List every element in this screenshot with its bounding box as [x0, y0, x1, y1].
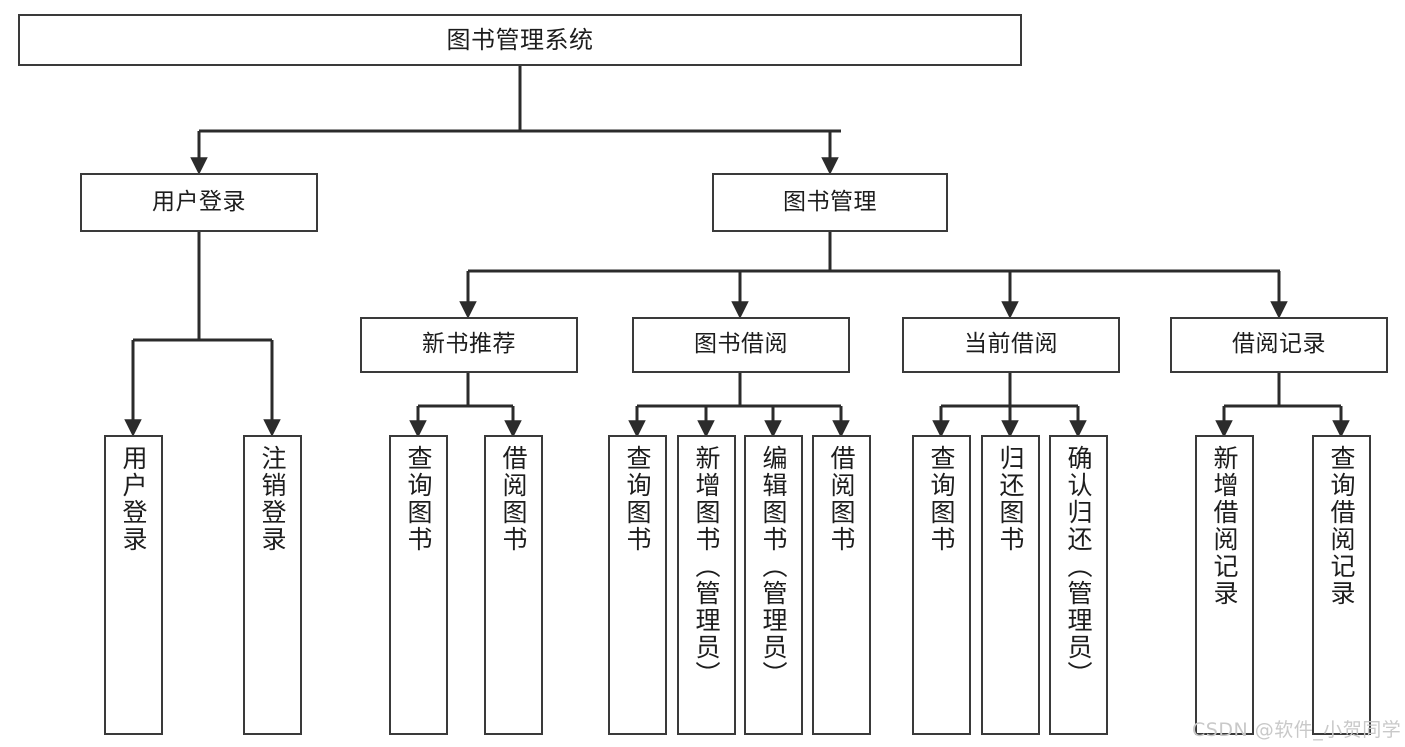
node-label: 新书推荐 — [422, 331, 516, 358]
leaf-query-book-3[interactable]: 查询图书 — [912, 435, 971, 735]
node-label: 借阅图书 — [827, 445, 856, 553]
node-label: 借阅记录 — [1232, 331, 1326, 358]
node-label: 确认归还（管理员） — [1064, 445, 1093, 688]
node-user-login[interactable]: 用户登录 — [80, 173, 318, 232]
leaf-query-record[interactable]: 查询借阅记录 — [1312, 435, 1371, 735]
node-label: 查询借阅记录 — [1327, 445, 1356, 607]
leaf-borrow-book-1[interactable]: 借阅图书 — [484, 435, 543, 735]
leaf-borrow-book-2[interactable]: 借阅图书 — [812, 435, 871, 735]
leaf-query-book-1[interactable]: 查询图书 — [389, 435, 448, 735]
node-label: 查询图书 — [927, 445, 956, 553]
node-root-system[interactable]: 图书管理系统 — [18, 14, 1022, 66]
leaf-logout-login[interactable]: 注销登录 — [243, 435, 302, 735]
leaf-edit-book[interactable]: 编辑图书（管理员） — [744, 435, 803, 735]
node-label: 注销登录 — [258, 445, 287, 553]
node-label: 归还图书 — [996, 445, 1025, 553]
node-label: 借阅图书 — [499, 445, 528, 553]
leaf-add-record[interactable]: 新增借阅记录 — [1195, 435, 1254, 735]
leaf-return-book[interactable]: 归还图书 — [981, 435, 1040, 735]
node-book-borrow[interactable]: 图书借阅 — [632, 317, 850, 373]
node-label: 图书管理 — [783, 188, 877, 215]
leaf-query-book-2[interactable]: 查询图书 — [608, 435, 667, 735]
node-label: 当前借阅 — [964, 331, 1058, 358]
node-label: 新增借阅记录 — [1210, 445, 1239, 607]
node-current-borrow[interactable]: 当前借阅 — [902, 317, 1120, 373]
leaf-confirm-return[interactable]: 确认归还（管理员） — [1049, 435, 1108, 735]
node-label: 图书借阅 — [694, 331, 788, 358]
node-label: 新增图书（管理员） — [692, 445, 721, 688]
node-label: 用户登录 — [152, 188, 246, 215]
leaf-user-login[interactable]: 用户登录 — [104, 435, 163, 735]
leaf-add-book[interactable]: 新增图书（管理员） — [677, 435, 736, 735]
node-book-manage[interactable]: 图书管理 — [712, 173, 948, 232]
node-label: 编辑图书（管理员） — [759, 445, 788, 688]
node-label: 图书管理系统 — [446, 25, 594, 54]
node-label: 查询图书 — [623, 445, 652, 553]
node-label: 用户登录 — [119, 445, 148, 553]
node-new-book-recommend[interactable]: 新书推荐 — [360, 317, 578, 373]
node-label: 查询图书 — [404, 445, 433, 553]
node-borrow-record[interactable]: 借阅记录 — [1170, 317, 1388, 373]
